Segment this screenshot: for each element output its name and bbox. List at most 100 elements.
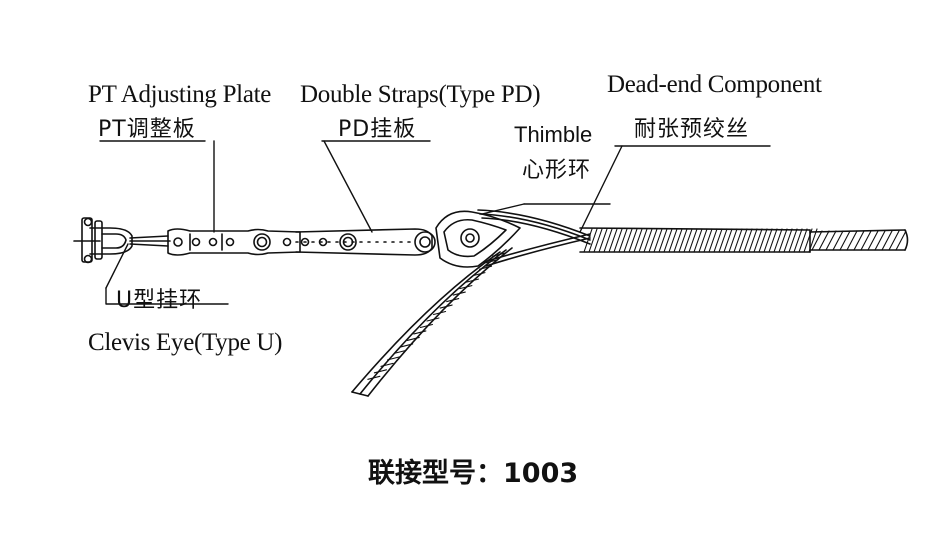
wire-helix-stroke bbox=[738, 228, 748, 253]
conductor-strand-stroke bbox=[881, 230, 893, 251]
loose-leg-helix-stroke bbox=[400, 343, 414, 348]
wire-helix-stroke bbox=[753, 228, 763, 253]
wire-helix-stroke bbox=[593, 228, 603, 253]
loose-leg-helix-stroke bbox=[446, 298, 460, 303]
wire-helix-stroke bbox=[628, 228, 638, 253]
leader-lines bbox=[99, 140, 771, 305]
model-caption: 联接型号：1003 bbox=[368, 460, 578, 487]
wire-helix-stroke bbox=[748, 228, 758, 253]
conductor-strand-stroke bbox=[825, 230, 837, 251]
wire-helix-stroke bbox=[793, 228, 803, 253]
pt-adjusting-plate-part bbox=[167, 228, 301, 256]
wire-helix-stroke bbox=[773, 228, 783, 253]
pt-adjusting-plate-label-zh: PT调整板 bbox=[98, 117, 196, 142]
wire-helix-stroke bbox=[658, 228, 668, 253]
conductor-strand-stroke bbox=[811, 230, 823, 251]
loose-leg-helix-stroke bbox=[465, 278, 479, 283]
loose-leg-helix-stroke bbox=[413, 330, 427, 335]
wire-helix-stroke bbox=[648, 228, 658, 253]
double-straps-label-zh: PD挂板 bbox=[338, 117, 417, 142]
loose-leg-helix-stroke bbox=[419, 323, 433, 329]
thimble-part bbox=[435, 210, 521, 268]
loose-leg-helix-stroke bbox=[452, 291, 466, 296]
conductor-strand-stroke bbox=[860, 230, 872, 251]
wire-helix-stroke bbox=[703, 228, 713, 253]
wire-helix-stroke bbox=[583, 228, 593, 253]
wire-helix-stroke bbox=[683, 228, 693, 253]
loose-leg-helix-stroke bbox=[439, 304, 453, 309]
conductor-strand-stroke bbox=[874, 230, 886, 251]
wire-helix-stroke bbox=[618, 228, 628, 253]
thimble-label-en: Thimble bbox=[514, 122, 593, 147]
wire-helix-stroke bbox=[723, 228, 733, 253]
conductor-strand-stroke bbox=[888, 230, 900, 251]
loose-leg-helix-stroke bbox=[433, 310, 447, 316]
wire-helix-stroke bbox=[713, 228, 723, 253]
loose-leg-helix-stroke bbox=[393, 349, 407, 354]
conductor-strand-stroke bbox=[839, 230, 851, 251]
wire-helix-stroke bbox=[688, 228, 698, 253]
wire-helix-stroke bbox=[608, 228, 618, 253]
loose-leg-helix-stroke bbox=[406, 336, 420, 341]
wire-helix-stroke bbox=[613, 228, 623, 253]
wire-helix-stroke bbox=[743, 228, 753, 253]
wire-helix-stroke bbox=[693, 228, 703, 253]
wire-helix-stroke bbox=[673, 228, 683, 253]
conductor-strand-stroke bbox=[895, 230, 907, 251]
clevis-eye-part bbox=[73, 217, 171, 264]
clevis-eye-label-en: Clevis Eye(Type U) bbox=[88, 329, 283, 356]
wire-helix-stroke bbox=[708, 228, 718, 253]
wire-helix-stroke bbox=[638, 228, 648, 253]
wire-helix-stroke bbox=[588, 228, 598, 253]
loose-leg-helix-stroke bbox=[485, 259, 499, 264]
loose-leg-helix-stroke bbox=[373, 369, 387, 374]
dead-end-component-label-zh: 耐张预绞丝 bbox=[634, 117, 750, 142]
loose-leg-helix-stroke bbox=[367, 375, 381, 380]
loose-leg-helix-stroke bbox=[459, 285, 473, 290]
thimble-label-zh: 心形环 bbox=[522, 158, 592, 183]
model-caption-prefix: 联接型号： bbox=[368, 458, 503, 489]
pd-double-strap-part bbox=[282, 228, 436, 256]
double-straps-label-en: Double Straps(Type PD) bbox=[300, 81, 541, 108]
wire-helix-stroke bbox=[698, 228, 708, 253]
wire-helix-stroke bbox=[668, 228, 678, 253]
pt-adjusting-plate-label-en: PT Adjusting Plate bbox=[88, 81, 272, 108]
wire-helix-stroke bbox=[798, 228, 808, 253]
wire-helix-stroke bbox=[633, 228, 643, 253]
wire-helix-stroke bbox=[643, 228, 653, 253]
conductor-strand-stroke bbox=[853, 230, 865, 251]
wire-helix-stroke bbox=[733, 228, 743, 253]
wire-helix-stroke bbox=[663, 228, 673, 253]
wire-helix-stroke bbox=[623, 228, 633, 253]
loose-leg-helix-stroke bbox=[426, 317, 440, 322]
wire-helix-stroke bbox=[718, 228, 728, 253]
loose-leg-helix-stroke bbox=[479, 265, 493, 270]
wire-helix-stroke bbox=[803, 228, 813, 253]
loose-leg-helix-stroke bbox=[492, 252, 506, 257]
wire-helix-stroke bbox=[678, 228, 688, 253]
loose-leg-helix-stroke bbox=[380, 362, 394, 367]
conductor-strand-stroke bbox=[818, 230, 830, 251]
dead-end-component-label-en: Dead-end Component bbox=[607, 71, 822, 98]
wire-helix-stroke bbox=[758, 228, 768, 253]
clevis-eye-label-zh: U型挂环 bbox=[116, 288, 203, 313]
model-number: 1003 bbox=[503, 458, 579, 489]
dead-end-wire-part bbox=[351, 209, 909, 397]
wire-helix-stroke bbox=[603, 228, 613, 253]
wire-helix-stroke bbox=[728, 228, 738, 253]
loose-leg-helix-stroke bbox=[472, 272, 486, 277]
wire-helix-stroke bbox=[763, 228, 773, 253]
loose-leg-helix-stroke bbox=[387, 356, 401, 361]
wire-helix-stroke bbox=[778, 228, 788, 253]
wire-helix-stroke bbox=[598, 228, 608, 253]
wire-helix-stroke bbox=[788, 228, 798, 253]
wire-helix-stroke bbox=[768, 228, 778, 253]
conductor-strand-stroke bbox=[832, 230, 844, 251]
wire-helix-stroke bbox=[783, 228, 793, 253]
wire-helix-stroke bbox=[808, 228, 818, 253]
wire-helix-stroke bbox=[653, 228, 663, 253]
conductor-strand-stroke bbox=[846, 230, 858, 251]
conductor-strand-stroke bbox=[867, 230, 879, 251]
